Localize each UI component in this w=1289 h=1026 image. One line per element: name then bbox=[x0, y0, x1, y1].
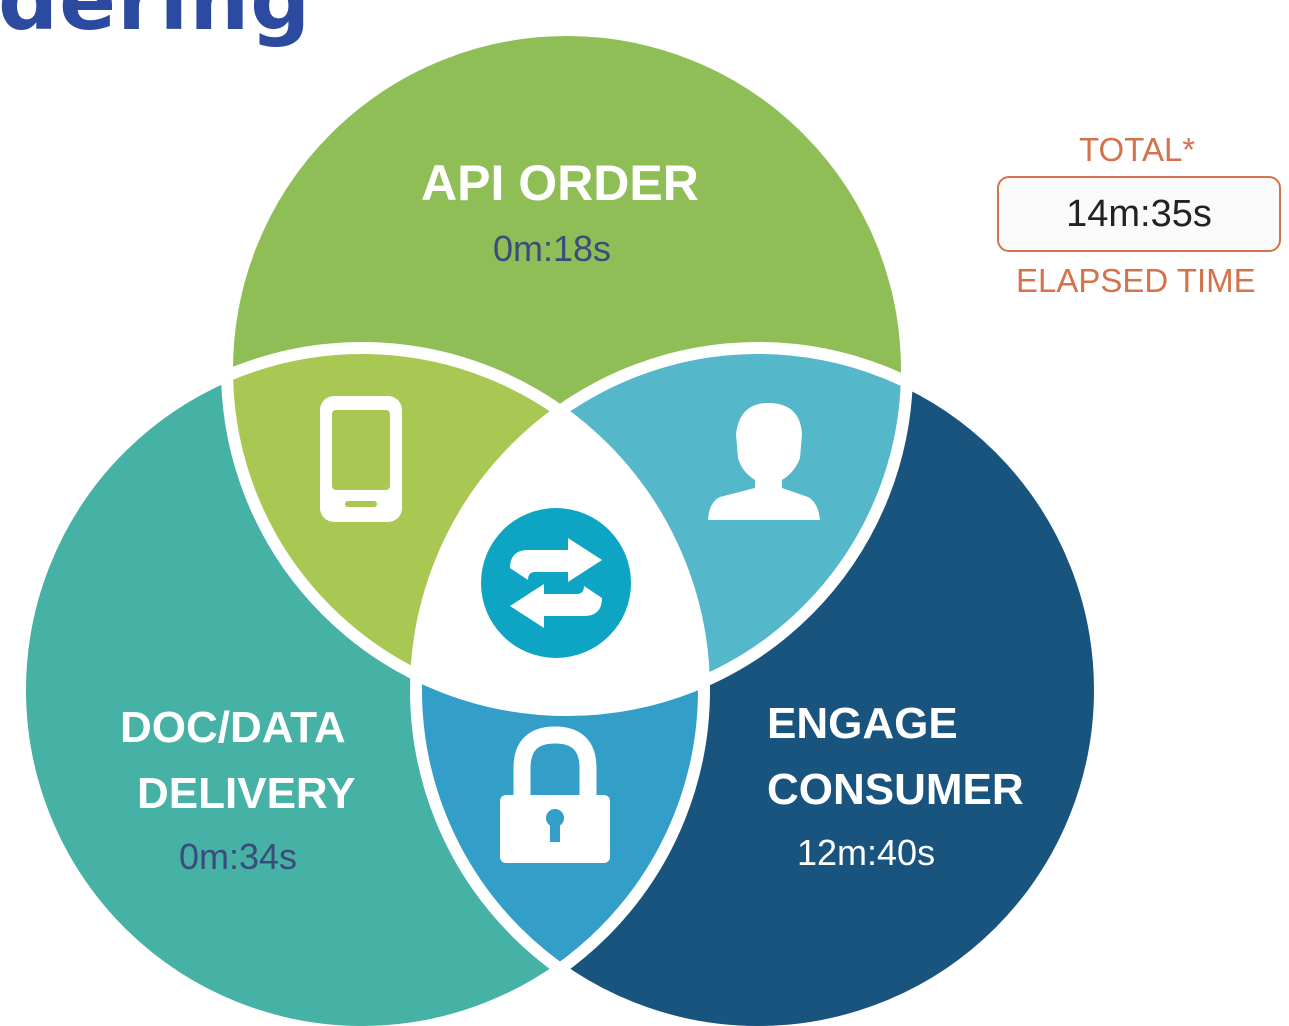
total-time-box: 14m:35s bbox=[997, 176, 1281, 252]
doc-delivery-label-line2: DELIVERY bbox=[137, 769, 356, 818]
padlock-icon bbox=[500, 726, 610, 863]
user-icon bbox=[708, 402, 820, 520]
elapsed-time-caption: ELAPSED TIME bbox=[1016, 262, 1256, 299]
api-order-label: API ORDER bbox=[421, 155, 699, 211]
doc-delivery-time: 0m:34s bbox=[179, 836, 298, 877]
engage-consumer-label-line1: ENGAGE bbox=[767, 699, 958, 748]
engage-consumer-label-line2: CONSUMER bbox=[767, 765, 1024, 814]
total-time-value: 14m:35s bbox=[1066, 192, 1212, 235]
page-title: dering bbox=[0, 0, 312, 49]
exchange-arrows-icon bbox=[481, 508, 631, 658]
engage-consumer-time: 12m:40s bbox=[797, 832, 936, 873]
total-caption: TOTAL* bbox=[1079, 131, 1196, 168]
api-order-time: 0m:18s bbox=[493, 228, 612, 269]
mobile-phone-icon bbox=[320, 396, 402, 522]
doc-delivery-label-line1: DOC/DATA bbox=[120, 703, 346, 752]
